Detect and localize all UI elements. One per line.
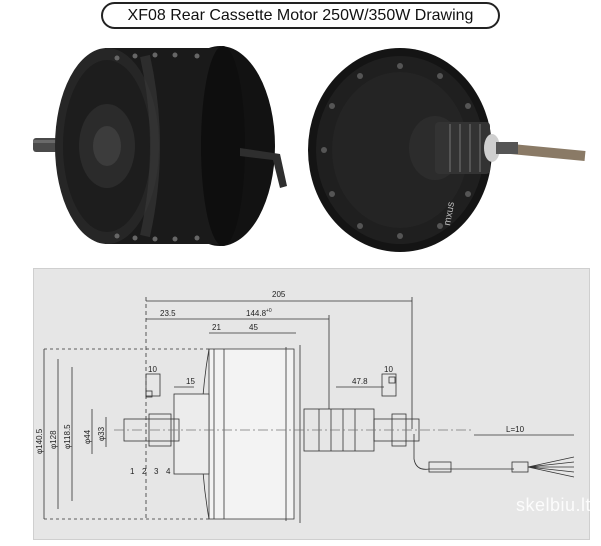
brand-label: mxus: [442, 201, 457, 226]
page-title: XF08 Rear Cassette Motor 250W/350W Drawi…: [101, 2, 500, 29]
dim-phi-128: φ128: [49, 430, 58, 449]
dim-inner-width-tol: +0: [266, 308, 272, 314]
dim-15: 15: [186, 377, 195, 386]
dim-21: 21: [212, 323, 221, 332]
callout-4: 4: [166, 467, 171, 476]
dim-phi-118: φ118.5: [63, 424, 72, 449]
dim-left-slot: 10: [148, 365, 157, 374]
dim-phi-44: φ44: [83, 429, 92, 444]
dim-cable-length: L=10: [506, 425, 525, 434]
dim-47-8: 47.8: [352, 377, 368, 386]
technical-drawing: 205 23.5 144.8 +0 21 45 15 47.8 L=10 10 …: [33, 268, 590, 540]
dim-45: 45: [249, 323, 258, 332]
callout-2: 2: [142, 467, 147, 476]
watermark: skelbiu.lt: [515, 495, 591, 515]
callout-1: 1: [130, 467, 135, 476]
dim-right-slot: 10: [384, 365, 393, 374]
dim-overall-width: 205: [272, 290, 286, 299]
dim-left-offset: 23.5: [160, 309, 176, 318]
drawing-svg: 205 23.5 144.8 +0 21 45 15 47.8 L=10 10 …: [35, 290, 575, 523]
dim-inner-width: 144.8: [246, 309, 267, 318]
motor-photo-left: [25, 36, 300, 262]
dim-phi-140: φ140.5: [35, 428, 44, 454]
callout-3: 3: [154, 467, 159, 476]
dim-phi-33: φ33: [97, 426, 106, 441]
motor-photo-right: mxus: [300, 36, 590, 262]
